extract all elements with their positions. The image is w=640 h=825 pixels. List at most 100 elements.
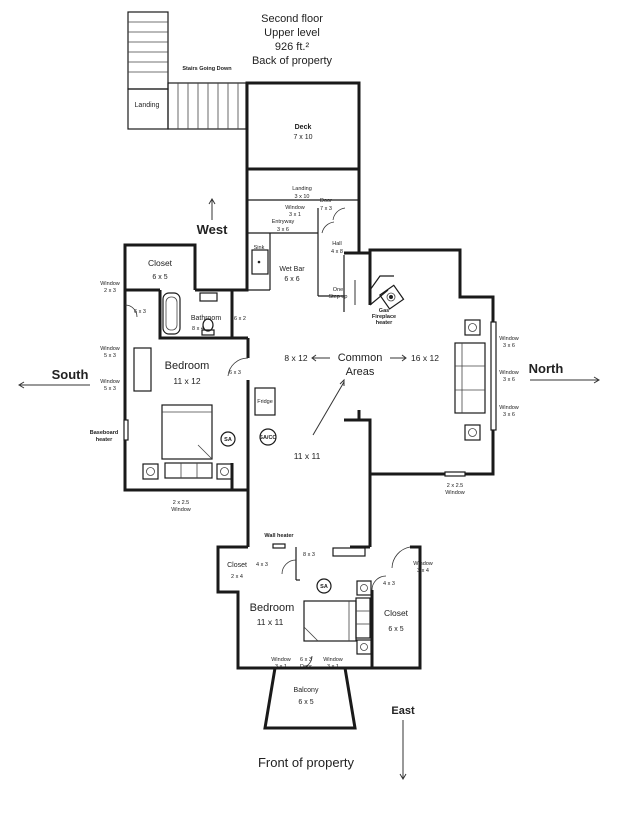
compass-west: West [197,222,228,237]
window-bal-right-label: Window [323,657,343,663]
deck-name: Deck [295,124,312,131]
dim-bed-door: 6 x 3 [229,370,241,376]
common-name-1: Common [338,352,383,364]
landing-name: Landing [292,186,312,192]
closet-east-left-size: 2 x 4 [231,574,243,580]
door-bal-size: 6 x 3 [300,657,312,663]
window-bed1-label: Window [100,346,120,352]
door-landing-label: Door [320,198,332,204]
wet-bar-name: Wet Bar [279,266,305,273]
window-closet-size: 2 x 3 [104,288,116,294]
east-wing-walls [216,474,422,670]
closet-west-size: 6 x 5 [152,274,167,281]
saco-label: SA/CO [259,435,277,441]
common-size-lower: 11 x 11 [294,451,321,461]
entryway-name: Entryway [272,219,295,225]
header-line-4: Back of property [252,55,333,67]
fireplace [379,284,405,310]
baseboard-label-2: heater [96,437,113,443]
smoke-co-alarm [259,428,277,446]
window-north2-size: 3 x 6 [503,377,515,383]
hall-size: 4 x 8 [331,249,343,255]
compass-east: East [391,705,415,717]
window-south-bottom-label: Window [171,507,191,513]
baseboard-heater [123,419,129,441]
deck-outline [245,81,361,171]
sofa [454,342,486,414]
common-name-2: Areas [346,366,375,378]
common-size-right: 16 x 12 [411,353,439,363]
bathtub [162,292,181,335]
window-closet-label: Window [100,281,120,287]
window-north-bottom [444,471,466,477]
closet-east-left-name: Closet [227,562,247,569]
bedroom-east-size: 11 x 11 [257,617,284,627]
smoke-alarm-east [316,578,332,594]
one-step-up-1: One [333,287,343,293]
south-wing-walls [123,243,250,492]
balcony-size: 6 x 5 [298,699,313,706]
stairs-landing-label: Landing [135,102,160,109]
common-walls [246,248,495,547]
end-table-bottom [464,424,481,441]
bedroom-south-size: 11 x 12 [173,376,201,386]
balcony-outline [263,666,357,730]
fridge-label: Fridge [257,399,273,405]
window-north1-size: 3 x 6 [503,343,515,349]
window-north1-label: Window [499,336,519,342]
window-bal-left-label: Window [271,657,291,663]
wall-heater [272,543,286,549]
bed-south [161,404,213,460]
window-north-bottom-size: 2 x 2.5 [447,483,464,489]
sink-counter [251,249,269,275]
hall-cabinet [332,547,366,557]
bedroom-south-name: Bedroom [165,360,210,372]
closet-east-right-name: Closet [384,608,409,618]
common-size-left: 8 x 12 [284,353,307,363]
dresser-south [164,462,213,479]
entryway-size: 3 x 6 [277,227,289,233]
toilet [202,318,214,332]
sa-south: SA [224,437,232,443]
window-north3-label: Window [499,405,519,411]
deck-size: 7 x 10 [293,134,312,141]
landing-size: 3 x 10 [295,194,310,200]
dim-east-closet-door: 4 x 3 [383,581,395,587]
door-landing-size: 7 x 3 [320,206,332,212]
window-east-closet-size: 3 x 4 [417,568,429,574]
dim-hall-door: 8 x 3 [303,552,315,558]
dim-closet: 6 x 3 [134,309,146,315]
closet-east-right-size: 6 x 5 [388,626,403,633]
wet-bar-size: 6 x 6 [284,276,299,283]
dim-bath: 6 x 2 [234,316,246,322]
window-landing-label: Window [285,205,305,211]
sa-east: SA [320,584,328,590]
window-bed-1 [133,347,152,392]
header-line-2: Upper level [264,27,320,39]
sink-drain [257,260,261,264]
wall-heater-label: Wall heater [264,533,294,539]
header-line-1: Second floor [261,13,323,25]
compass-south: South [52,367,89,382]
bath-vanity [199,292,218,302]
bathroom-name: Bathroom [191,315,222,322]
stairs [127,11,247,130]
baseboard-label-1: Baseboard [90,430,118,436]
dim-closet-door: 4 x 3 [256,562,268,568]
window-bed2-size: 5 x 3 [104,386,116,392]
nightstand-east-top [356,580,372,596]
hall-name: Hall [332,241,341,247]
dresser-east [355,597,371,639]
window-south-bottom-size: 2 x 2.5 [173,500,190,506]
fridge [254,387,276,416]
smoke-alarm-south [220,431,236,447]
nightstand-east-bottom [356,639,372,655]
fireplace-label-2: Fireplace [372,314,396,320]
window-north2-label: Window [499,370,519,376]
stairs-label: Stairs Going Down [182,66,232,72]
compass-north: North [529,361,564,376]
bathroom-size: 8 x 4 [192,326,204,332]
nightstand-left [142,463,159,480]
fireplace-label-1: Gas [379,308,389,314]
